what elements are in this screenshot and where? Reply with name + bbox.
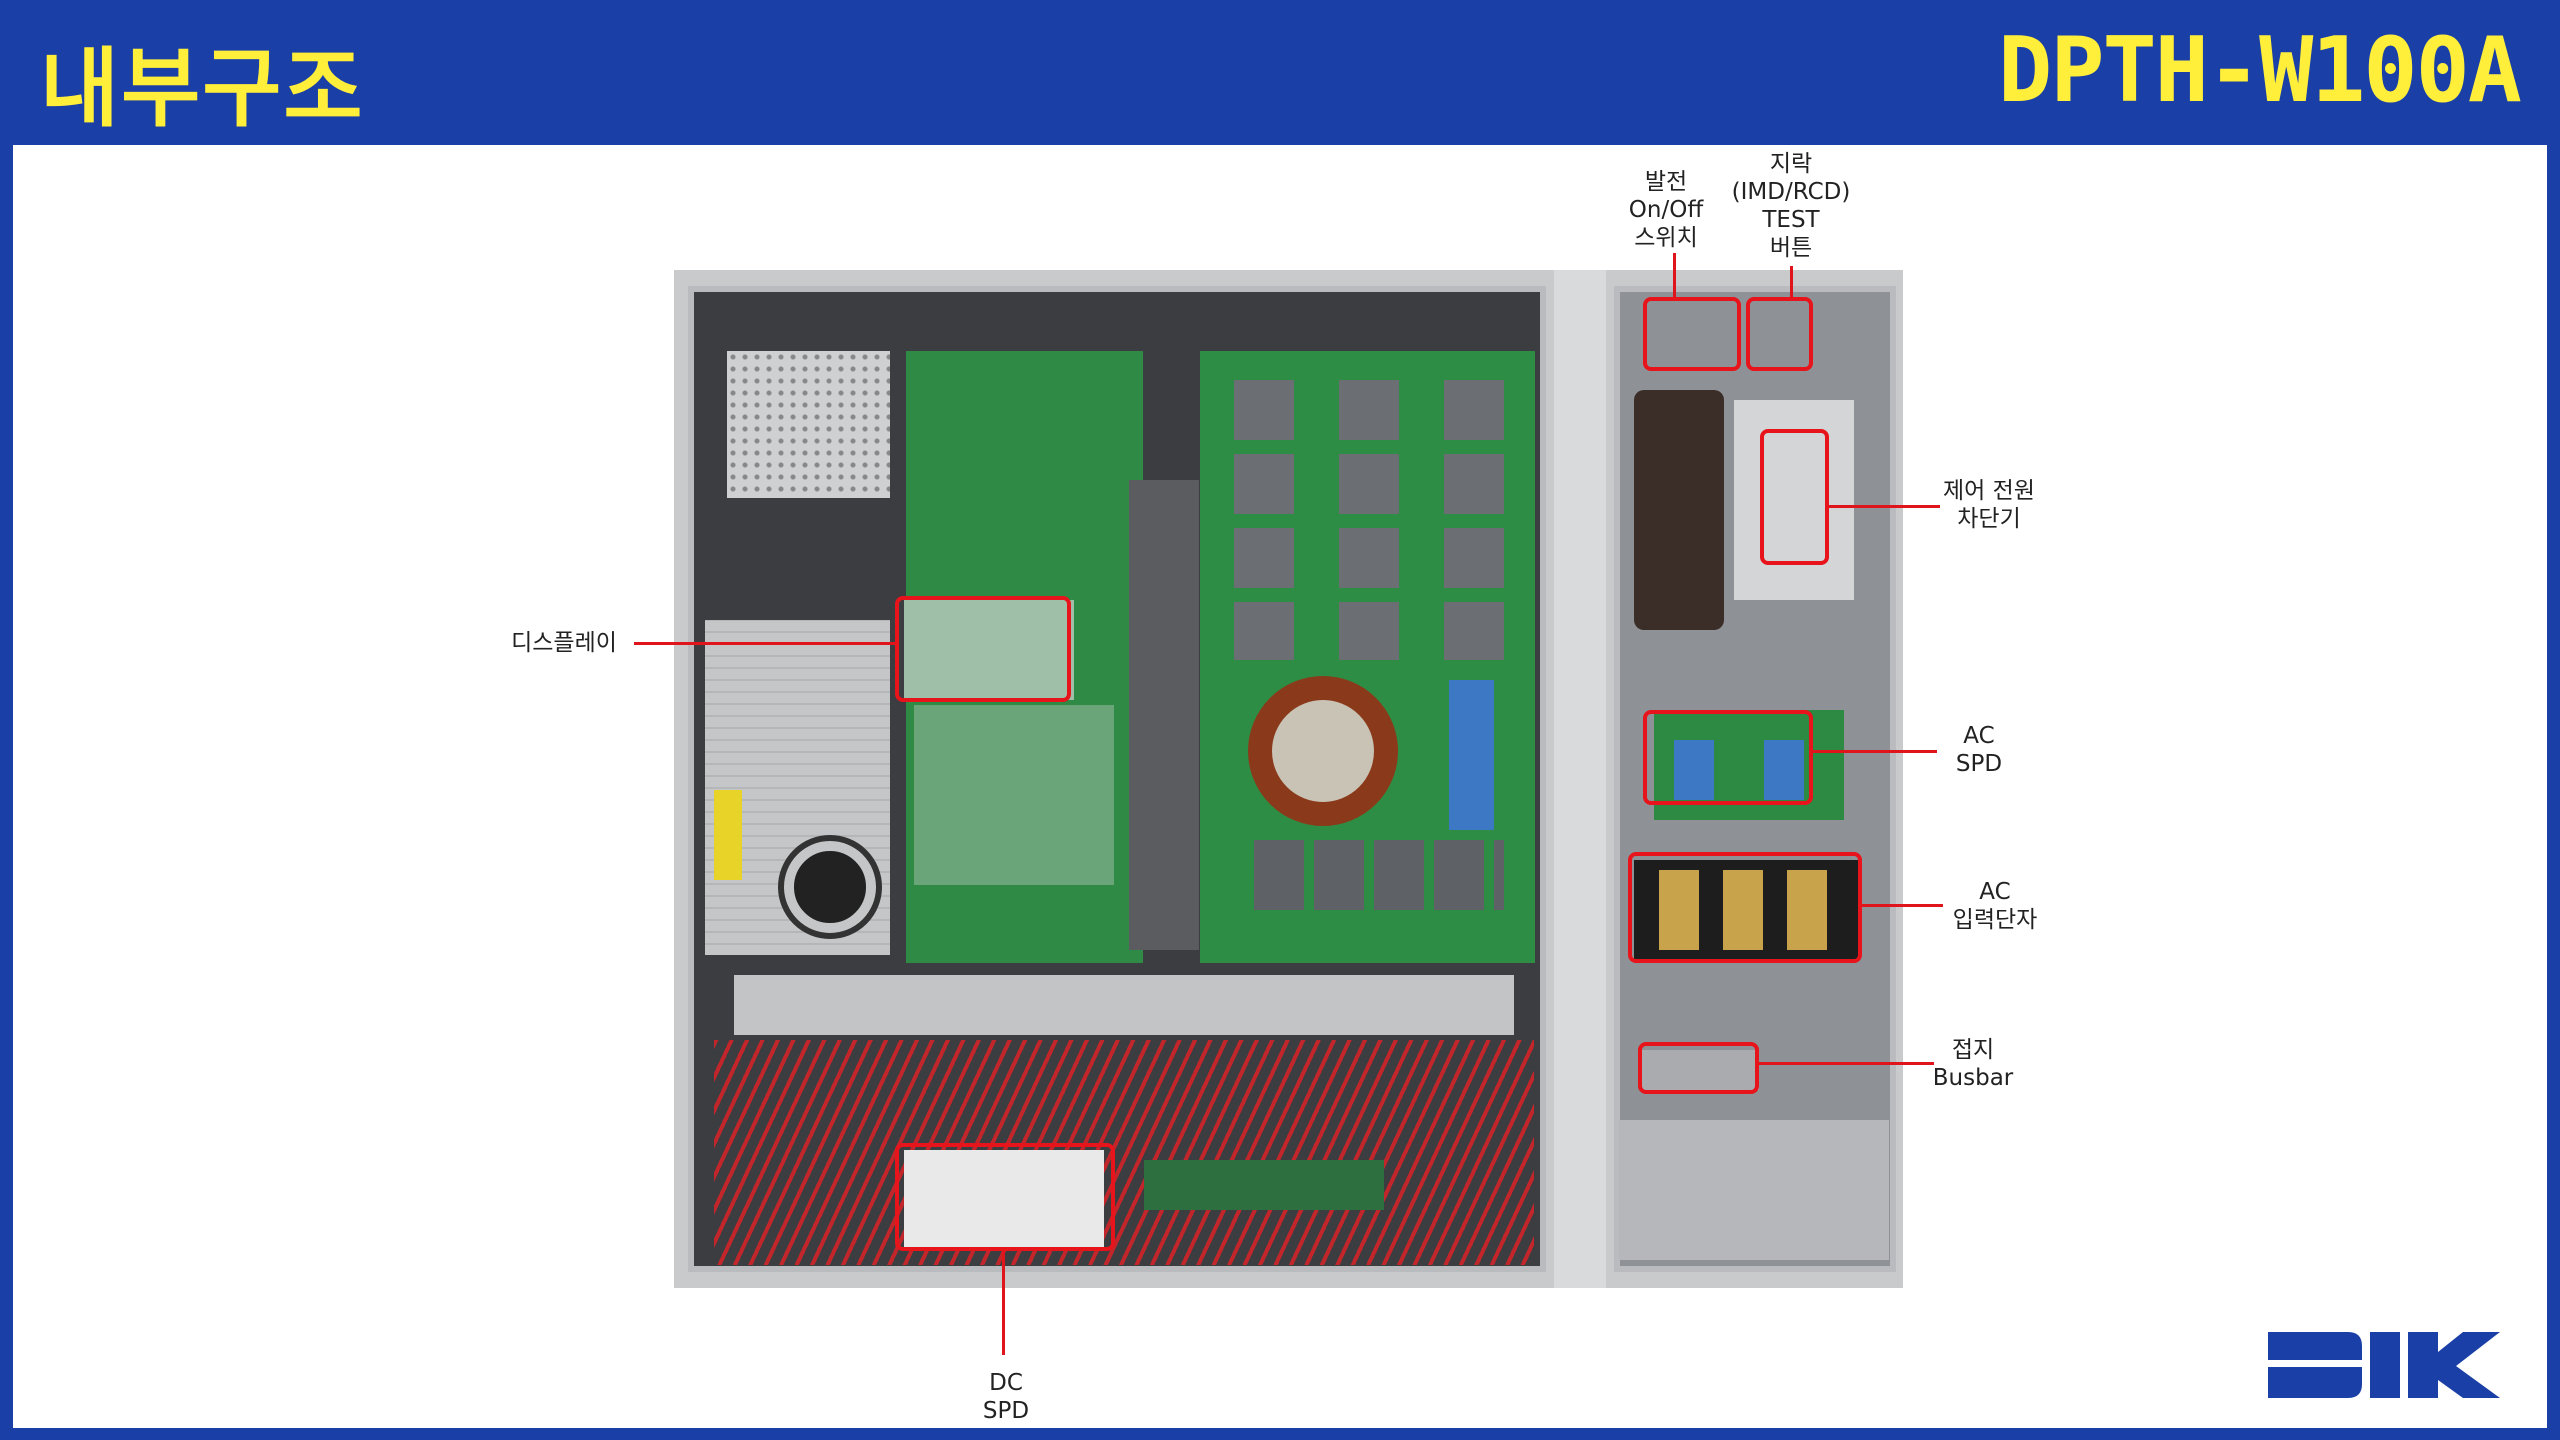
page-title: 내부구조 [40,39,365,139]
display-leader [634,642,895,645]
inverter-internal-photo [674,270,1903,1288]
model-name: DPTH-W100A [1998,18,2522,123]
display-highlight [895,596,1071,702]
breaker-leader [1829,505,1940,508]
test-leader [1790,266,1793,297]
display-label: 디스플레이 [511,630,617,656]
busbar-leader [1759,1062,1934,1065]
dc-spd-highlight [895,1143,1115,1251]
dik-logo [2268,1332,2500,1398]
switch-leader [1673,253,1676,297]
test-button-highlight [1746,297,1813,371]
ac-input-leader [1862,904,1943,907]
ac-input-highlight [1628,852,1862,963]
breaker-highlight [1760,429,1829,565]
switch-highlight [1643,297,1741,371]
ac-spd-leader [1813,750,1937,753]
ac-spd-highlight [1643,710,1813,805]
dc-spd-leader [1002,1251,1005,1355]
busbar-highlight [1638,1042,1759,1094]
